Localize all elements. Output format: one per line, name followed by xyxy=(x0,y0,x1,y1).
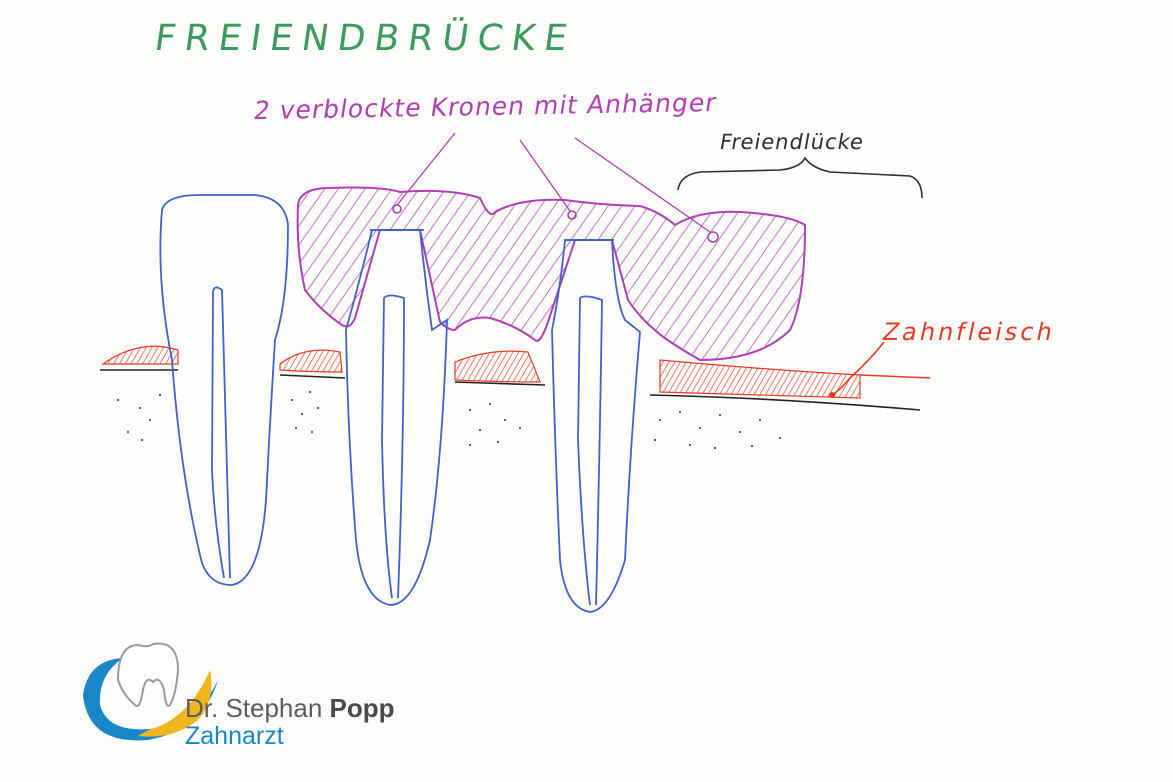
logo-first-name: Dr. Stephan xyxy=(185,693,323,723)
logo-subtitle: Zahnarzt xyxy=(185,722,284,750)
diagram-title: FREIENDBRÜCKE xyxy=(152,18,579,59)
gum-label: Zahnfleisch xyxy=(880,318,1059,346)
gum-tissue xyxy=(101,345,931,399)
abutment-tooth-2 xyxy=(551,239,641,613)
gum-pointer xyxy=(829,341,885,398)
bone-stipple xyxy=(117,391,781,449)
abutment-tooth-1 xyxy=(345,229,448,606)
logo-last-name: Popp xyxy=(329,693,395,723)
logo-name: Dr. Stephan Popp xyxy=(185,693,395,724)
natural-tooth xyxy=(159,194,289,586)
crown-leader-lines xyxy=(396,132,711,233)
tooth-swoosh-logo-icon xyxy=(83,642,218,741)
gap-label: Freiendlücke xyxy=(717,130,867,154)
gap-brace xyxy=(677,156,923,199)
bone-line xyxy=(100,369,921,411)
